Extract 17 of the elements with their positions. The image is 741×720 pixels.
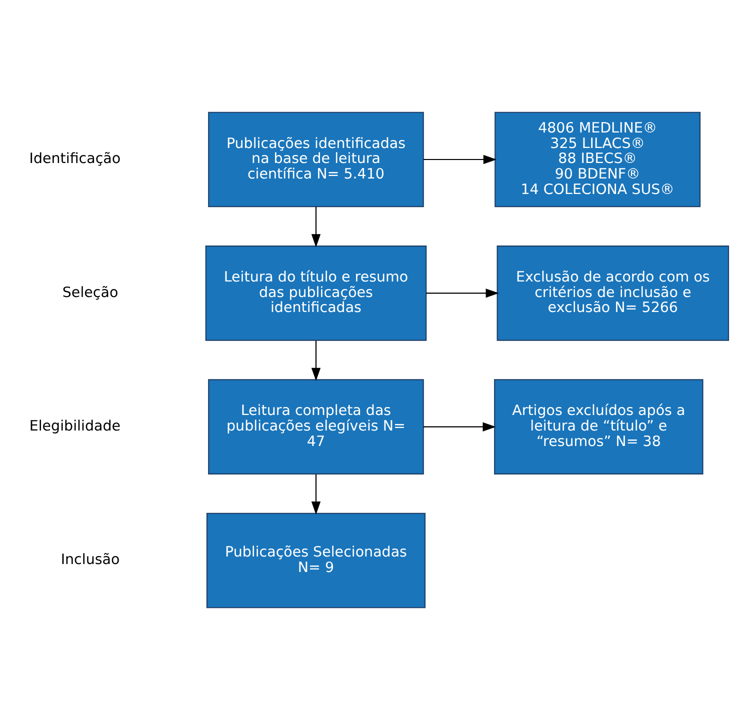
arrow — [311, 206, 321, 248]
node-box: Artigos excluídos após a leitura de “título” e “resumos” N= 38 — [494, 379, 704, 474]
node-box: Leitura completa das publicações elegíveis N= 47 — [208, 379, 424, 474]
label: Seleção — [62, 284, 118, 301]
node-box: Publicações Selecionadas N= 9 — [206, 512, 426, 608]
label: Elegibilidade — [29, 418, 121, 435]
label: Inclusão — [60, 552, 120, 568]
node-box: Leitura do título e resumo das publicações identificadas — [205, 246, 427, 341]
arrow — [311, 340, 321, 382]
node-box: Exclusão de acordo com os critérios de inclusão e exclusão N= 5266 — [496, 246, 730, 341]
arrow — [426, 288, 499, 298]
node-box: 4806 MEDLINE® 325 LILACS® 88 IBECS® 90 BDENF® 14 COLECIONA SUS® — [494, 112, 701, 208]
arrow — [423, 422, 496, 432]
node-box: Publicações identificadas na base de leitura científica N= 5.410 — [208, 112, 424, 208]
arrow — [311, 474, 321, 515]
label: Identificação — [29, 151, 121, 168]
arrow — [424, 154, 497, 164]
